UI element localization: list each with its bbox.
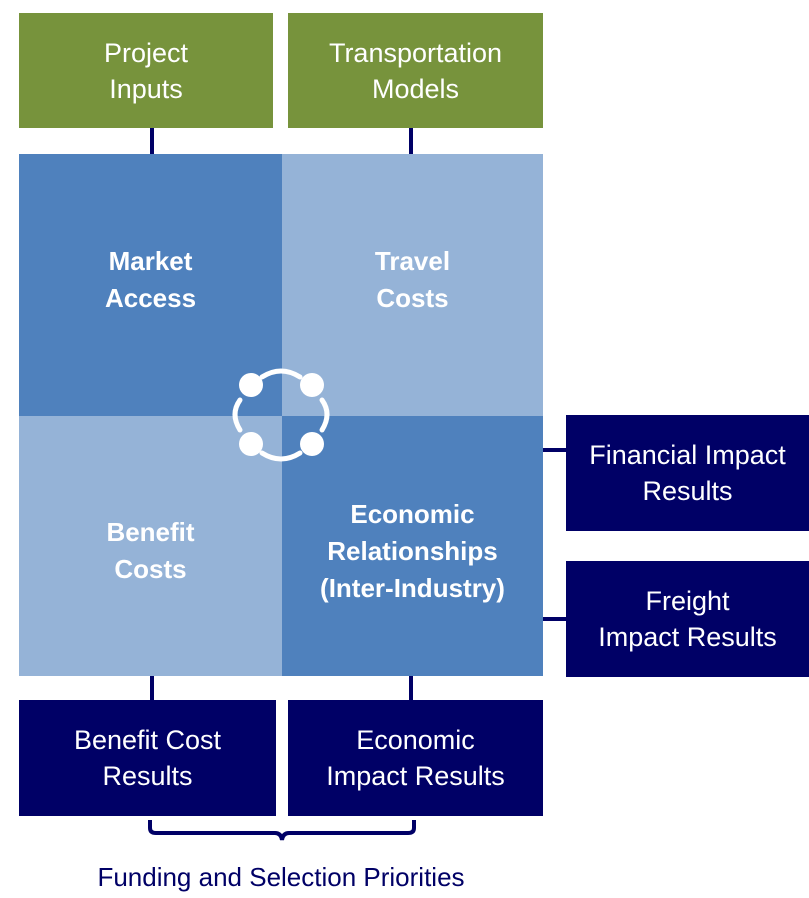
transportation-models-box: Transportation Models: [288, 13, 543, 128]
freight-impact-results-box: Freight Impact Results: [566, 561, 809, 677]
connector-line: [409, 128, 413, 154]
benefit-costs-quadrant: Benefit Costs: [19, 416, 282, 676]
project-inputs-box: Project Inputs: [19, 13, 273, 128]
benefit-cost-results-box: Benefit Cost Results: [19, 700, 276, 816]
connector-line: [543, 617, 566, 621]
bracket: [148, 820, 416, 841]
financial-impact-results-box: Financial Impact Results: [566, 415, 809, 531]
funding-priorities-label: Funding and Selection Priorities: [97, 862, 465, 892]
connector-line: [150, 676, 154, 700]
connector-line: [409, 676, 413, 700]
travel-costs-quadrant: Travel Costs: [282, 154, 543, 416]
economic-relationships-quadrant: Economic Relationships (Inter-Industry): [282, 416, 543, 676]
cycle-icon: [232, 368, 330, 462]
connector-line: [543, 448, 566, 452]
connector-line: [150, 128, 154, 154]
market-access-quadrant: Market Access: [19, 154, 282, 416]
economic-impact-results-box: Economic Impact Results: [288, 700, 543, 816]
